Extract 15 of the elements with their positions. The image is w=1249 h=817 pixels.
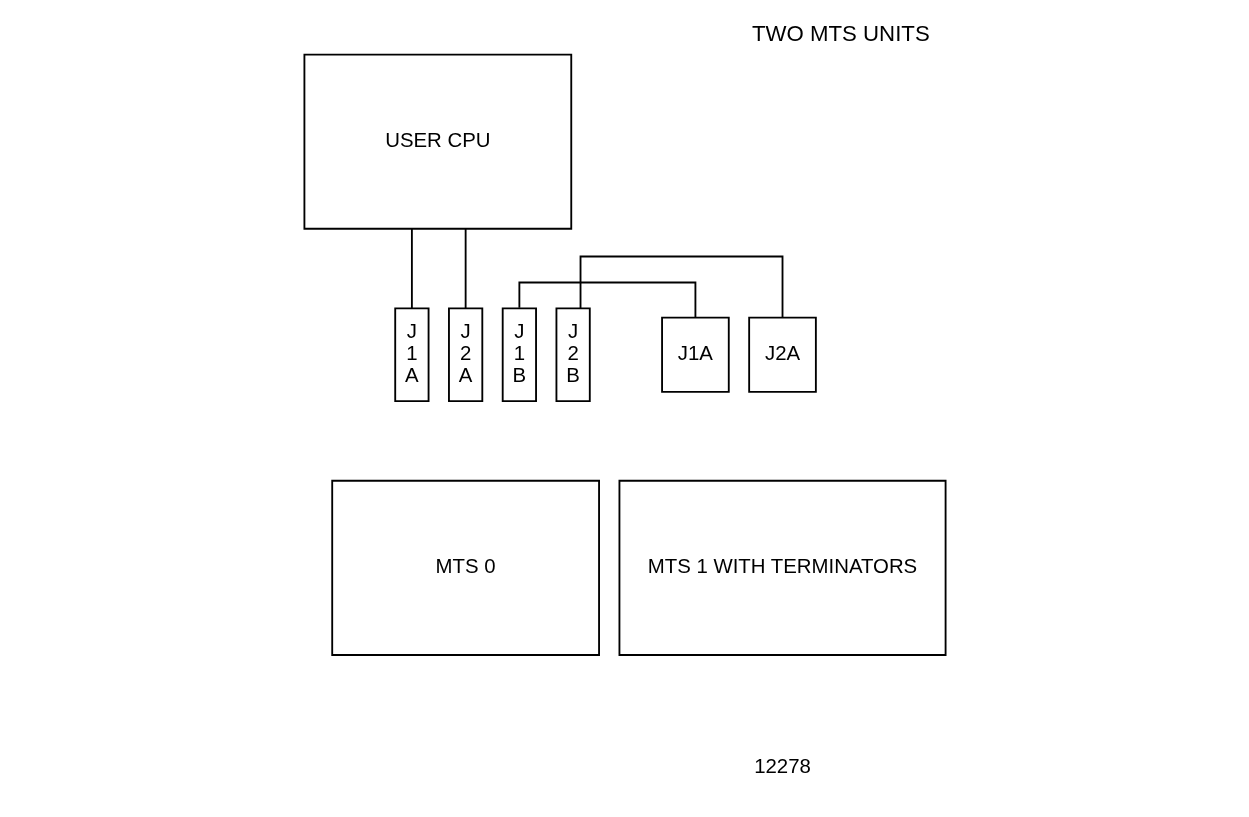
label: 12278 — [753, 755, 811, 778]
connector — [517, 281, 696, 318]
node-box: J1A — [660, 316, 730, 393]
node-box: J 1 A — [393, 307, 429, 402]
node-box: J2A — [747, 316, 817, 393]
node-box: J 2 A — [447, 307, 483, 402]
connector — [464, 228, 467, 310]
connector — [579, 255, 783, 319]
node-box: MTS 1 WITH TERMINATORS — [618, 479, 946, 656]
connector — [410, 228, 413, 310]
node-box: MTS 0 — [330, 479, 600, 656]
node-box: J 1 B — [501, 307, 537, 402]
node-box: J 2 B — [555, 307, 591, 402]
node-box: USER CPU — [303, 53, 572, 230]
diagram-title: TWO MTS UNITS — [751, 20, 930, 46]
